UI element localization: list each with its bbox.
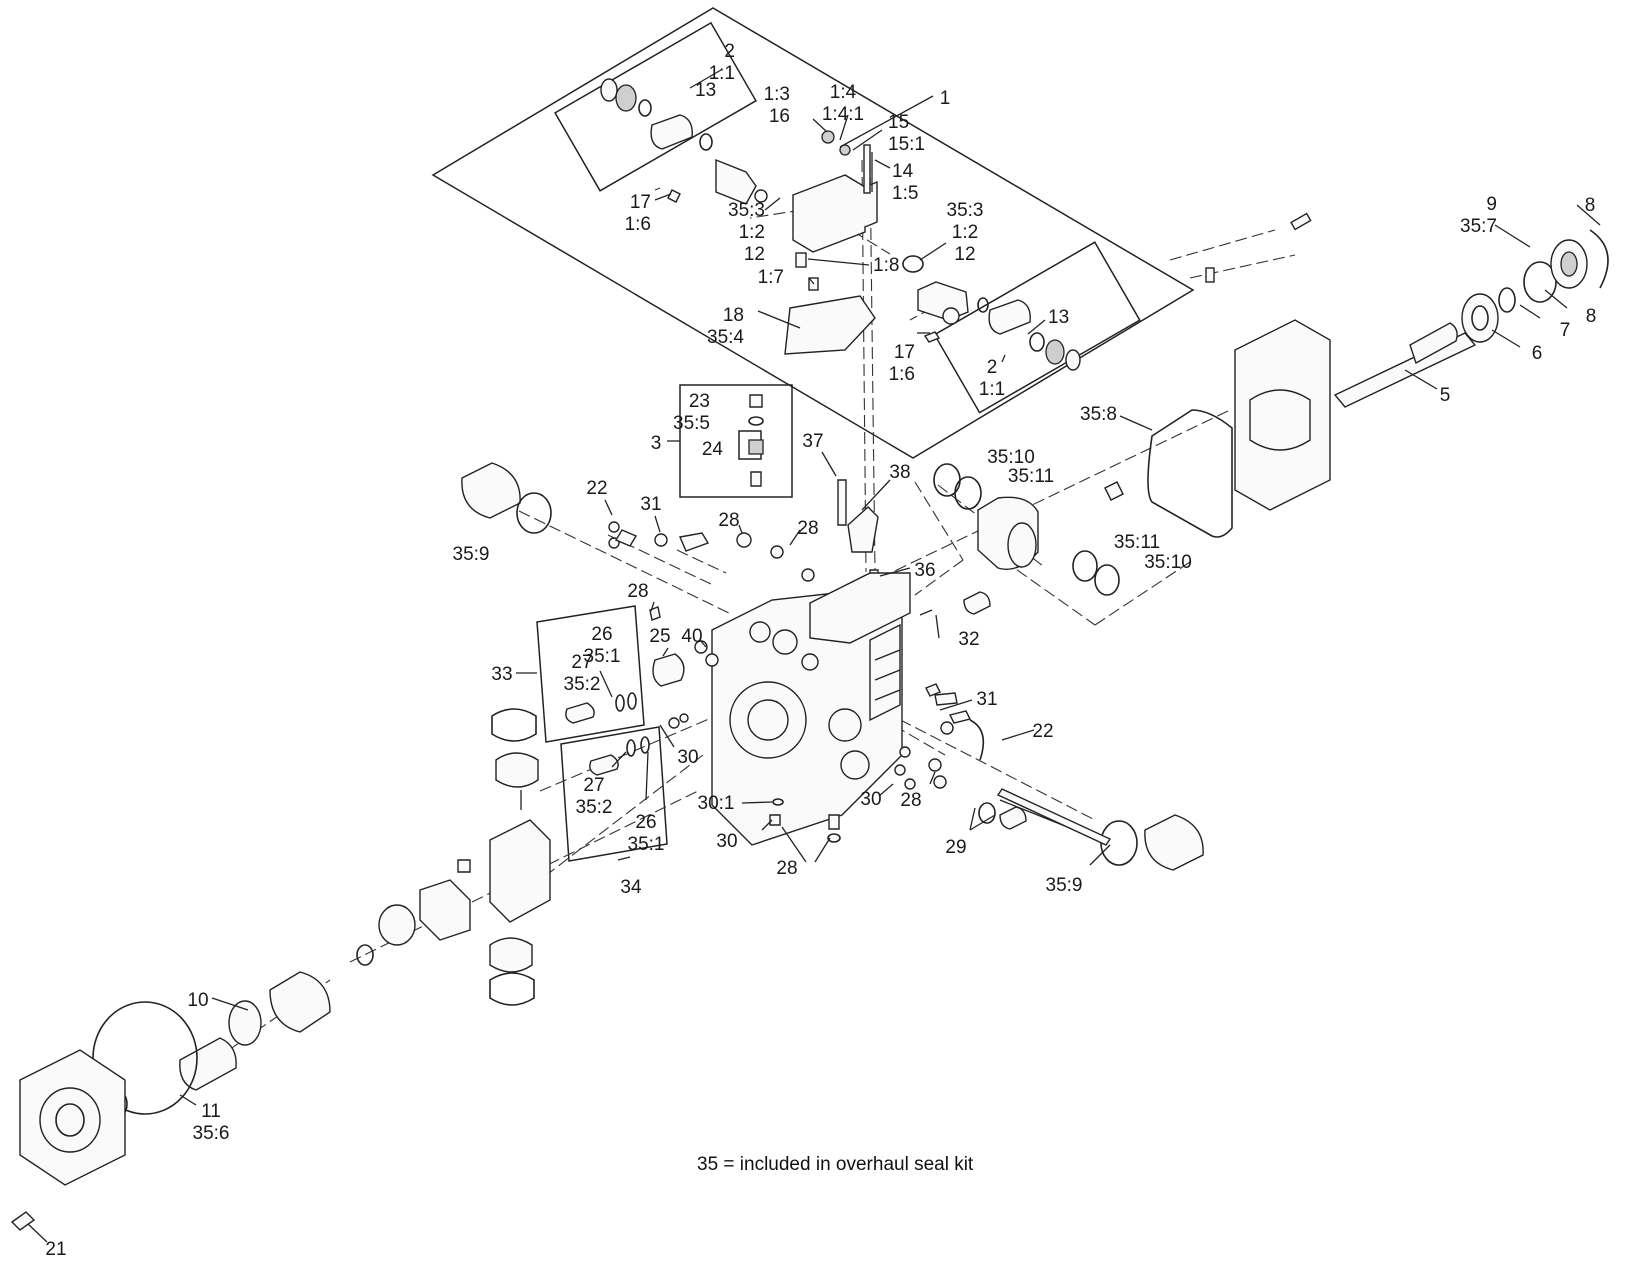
callout-label: 16 [769,106,790,127]
callout-label: 32 [958,629,979,650]
callout-label: 28 [797,518,818,539]
callout-label: 35:3 [947,200,984,221]
callout-label: 1:6 [889,364,915,385]
callout-label: 1:4:1 [822,104,864,125]
callout-label: 1:7 [758,267,784,288]
callout-label: 35:2 [576,797,613,818]
callout-label: 21 [45,1239,66,1258]
callout-label: 13 [695,80,716,101]
kit-34-outline [560,726,668,862]
callout-label: 30:1 [698,793,735,814]
callout-label: 30 [677,747,698,768]
callout-label: 26 [591,624,612,645]
assembly-1-outline [431,7,1195,459]
callout-label: 24 [702,439,724,460]
callout-label: 27 [583,775,604,796]
callout-label: 1:1 [979,379,1005,400]
callout-label: 8 [1586,306,1597,327]
callout-label: 1:1 [709,63,735,84]
callout-label: 18 [723,305,744,326]
callout-label: 23 [689,391,710,412]
callout-label: 31 [976,689,997,710]
callout-label: 17 [894,342,915,363]
callout-label: 22 [1032,721,1053,742]
callout-label: 1:2 [952,222,978,243]
callout-label: 5 [1440,385,1451,406]
callout-label: 28 [627,581,648,602]
callout-label: 35:1 [628,834,665,855]
callout-label: 34 [620,877,642,898]
callout-label: 15 [888,112,909,133]
callout-label: 30 [716,831,737,852]
callout-label: 1:2 [739,222,765,243]
callout-label: 35:9 [453,544,490,565]
callout-label: 35:11 [1114,532,1160,553]
callout-label: 35:2 [564,674,601,695]
callout-label: 17 [630,192,651,213]
callout-label: 30 [860,789,881,810]
callout-label: 1 [940,88,951,109]
callout-label: 35:1 [584,646,621,667]
callout-label: 27 [571,652,592,673]
callout-label: 35:9 [1046,875,1083,896]
callout-label: 35:11 [1008,466,1054,487]
callout-label: 2 [987,357,998,378]
callout-label: 28 [718,510,739,531]
callout-label: 31 [640,494,661,515]
callout-label: 35:3 [728,200,765,221]
callout-label: 35:4 [707,327,744,348]
subkit-2-lower-outline [933,241,1141,414]
callout-label: 15:1 [888,134,925,155]
callout-label: 6 [1532,343,1543,364]
callout-label: 12 [954,244,975,265]
callout-label: 37 [802,431,823,452]
callout-label: 35:6 [193,1123,230,1144]
kit-33-outline [536,605,645,743]
callout-label: 40 [681,626,702,647]
callout-label: 7 [1560,320,1571,341]
callout-label: 35:5 [673,413,710,434]
callout-label: 35:7 [1460,216,1497,237]
callout-label: 38 [889,462,910,483]
callout-label: 11 [201,1101,221,1122]
callout-label: 14 [892,161,914,182]
footnote: 35 = included in overhaul seal kit [697,1154,974,1175]
callout-label: 35:10 [987,447,1035,468]
callout-label: 8 [1585,195,1596,216]
callout-label: 35:10 [1144,552,1192,573]
callout-label: 3 [651,433,662,454]
callout-label: 12 [744,244,765,265]
callout-label: 1:6 [625,214,651,235]
parts [10,78,1609,1231]
callout-label: 1:8 [873,255,899,276]
callout-label: 26 [635,812,656,833]
callout-label: 35:8 [1080,404,1117,425]
callout-label: 28 [900,790,921,811]
callout-label: 36 [914,560,935,581]
callout-label: 22 [586,478,607,499]
callout-label: 29 [945,837,966,858]
callout-label: 1:3 [764,84,790,105]
subkit-2-upper-outline [554,21,757,192]
callout-label: 33 [491,664,512,685]
callout-label: 10 [187,990,208,1011]
callout-label: 1:4 [830,82,857,103]
callout-label: 28 [776,858,797,879]
callout-label: 9 [1486,194,1497,215]
callout-label: 25 [649,626,670,647]
callout-label: 13 [1048,307,1069,328]
leader-lines [27,69,1601,1243]
callout-label: 2 [724,41,735,62]
callout-label: 1:5 [892,183,918,204]
